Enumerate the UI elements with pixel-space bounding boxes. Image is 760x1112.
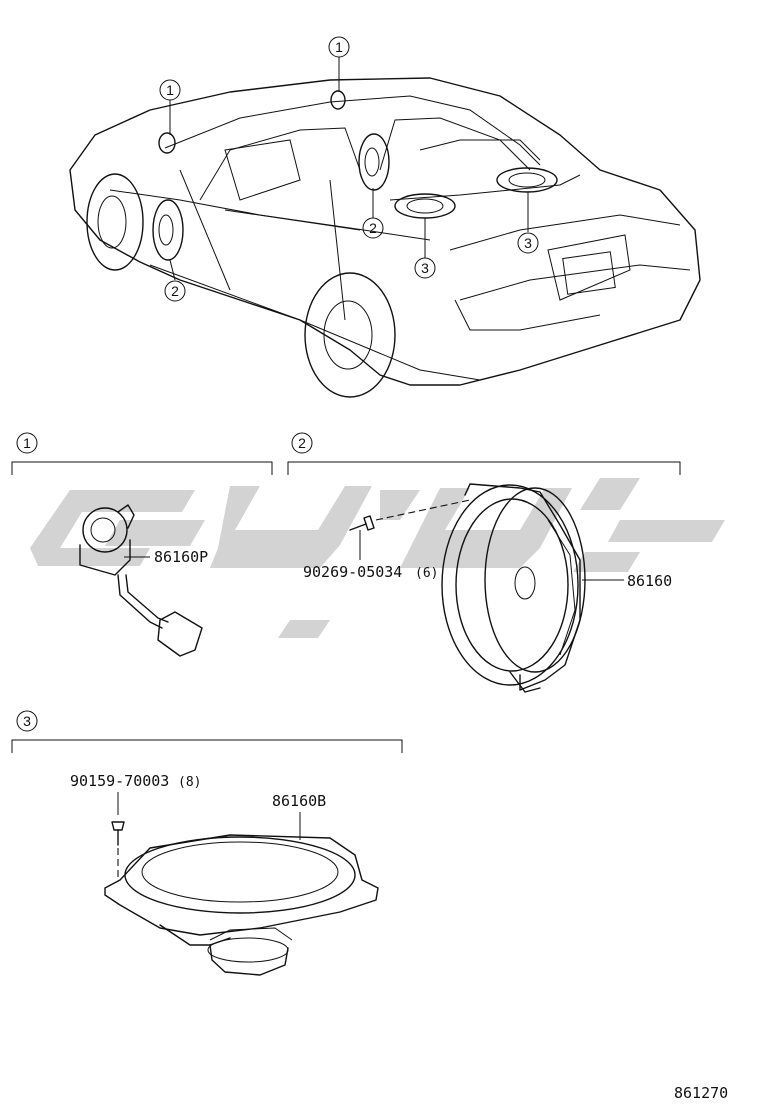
screw-icon bbox=[349, 515, 375, 531]
section-1: 1 86160P bbox=[11, 432, 273, 657]
part-number-90269-05034: 90269-05034 bbox=[303, 563, 402, 581]
door-speaker-icon bbox=[441, 483, 586, 693]
door-speaker-icon bbox=[152, 133, 390, 261]
screw-icon bbox=[111, 821, 125, 846]
svg-text:3: 3 bbox=[23, 713, 31, 729]
tweeter-speaker-icon bbox=[79, 504, 203, 657]
tweeter-speaker-icon bbox=[158, 90, 346, 154]
svg-text:3: 3 bbox=[421, 260, 429, 276]
part-number-86160: 86160 bbox=[627, 572, 672, 590]
car-outline-icon bbox=[69, 77, 701, 398]
diagram-code: 861270 bbox=[674, 1084, 728, 1102]
svg-text:1: 1 bbox=[335, 39, 343, 55]
watermark-logo bbox=[30, 478, 725, 638]
svg-text:1: 1 bbox=[166, 82, 174, 98]
callout-marker: 1 bbox=[328, 36, 350, 58]
part-number-86160p: 86160P bbox=[154, 548, 208, 566]
quantity-label: (6) bbox=[415, 566, 438, 581]
svg-text:2: 2 bbox=[369, 220, 377, 236]
quantity-label: (8) bbox=[178, 775, 201, 790]
svg-text:2: 2 bbox=[171, 283, 179, 299]
callout-marker: 2 bbox=[362, 217, 384, 239]
callout-marker: 2 bbox=[164, 280, 186, 302]
svg-text:1: 1 bbox=[23, 435, 31, 451]
svg-text:3: 3 bbox=[524, 235, 532, 251]
callout-marker: 1 bbox=[159, 79, 181, 101]
section-3: 3 90159-70003 (8) 86160B bbox=[11, 710, 403, 976]
part-number-90159-70003: 90159-70003 bbox=[70, 772, 169, 790]
part-number-86160b: 86160B bbox=[272, 792, 326, 810]
section-2: 2 90269-05034 (6) 86160 bbox=[287, 432, 681, 693]
oval-speaker-icon bbox=[104, 834, 379, 976]
callout-marker: 3 bbox=[414, 257, 436, 279]
svg-text:2: 2 bbox=[298, 435, 306, 451]
callout-marker: 3 bbox=[517, 232, 539, 254]
